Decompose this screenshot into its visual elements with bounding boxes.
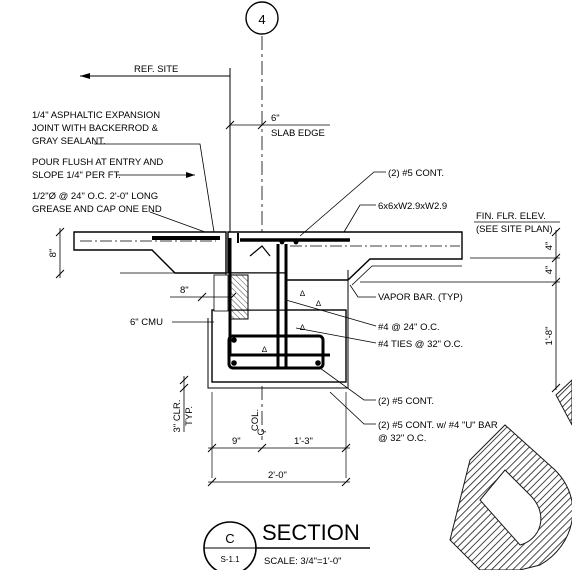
clearance-line2: TYP.: [184, 406, 195, 426]
title-scale: SCALE: 3/4"=1'-0": [264, 556, 341, 567]
svg-text:Ç: Ç: [256, 428, 267, 435]
expansion-note-line3: GRAY SEALANT.: [32, 136, 106, 147]
fin-floor-line1: FIN. FLR. ELEV.: [476, 211, 546, 222]
pour-note-line2: SLOPE 1/4" PER FT.: [32, 170, 121, 181]
right-leaders: [172, 171, 386, 425]
section-title: C S-1.1 SECTION SCALE: 3/4"=1'-0": [203, 520, 370, 570]
title-sheet: S-1.1: [220, 555, 240, 564]
ubar-line2: @ 32" O.C.: [378, 433, 426, 444]
ties-4-label: #4 TIES @ 32" O.C.: [378, 339, 463, 350]
title-letter: C: [225, 531, 234, 546]
slab-edge-dimension: 6" SLAB EDGE: [225, 113, 330, 139]
ref-site-label: REF. SITE: [134, 64, 178, 75]
footing-depth-value: 1'-8": [544, 327, 555, 346]
right-mid-value: 4": [544, 266, 555, 275]
right-part-value: 1'-3": [294, 436, 313, 447]
slab-thickness-dimension: 8": [48, 227, 65, 279]
cmu-label: 6" CMU: [130, 317, 163, 328]
cont-bottom-label: (2) #5 CONT.: [378, 396, 434, 407]
dowel-note-line1: 1/2"Ø @ 24" O.C. 2'-0" LONG: [32, 191, 158, 202]
cont-top-label: (2) #5 CONT.: [388, 168, 444, 179]
col-label: COL.: [250, 409, 261, 431]
ref-site-leader: REF. SITE: [80, 64, 231, 240]
ubar-line1: (2) #5 CONT. w/ #4 "U" BAR: [378, 420, 498, 431]
total-width-value: 2'-0": [268, 470, 287, 481]
bars-4-label: #4 @ 24" O.C.: [378, 322, 440, 333]
right-top-value: 4": [544, 242, 555, 251]
fin-floor-line2: (SEE SITE PLAN): [476, 224, 553, 235]
watermark: [449, 379, 572, 570]
footing: ∆ ∆ ∆ ∆: [207, 238, 349, 389]
cmu-width-value: 8": [180, 285, 189, 296]
left-notes: 1/4" ASPHALTIC EXPANSION JOINT WITH BACK…: [32, 110, 215, 233]
slab-left: [73, 231, 227, 274]
expansion-note-line2: JOINT WITH BACKERROD &: [32, 123, 159, 134]
svg-text:∆: ∆: [300, 289, 305, 298]
slab-edge-dim-value: 6": [271, 113, 280, 124]
vapor-label: VAPOR BAR. (TYP): [378, 292, 463, 303]
grid-bubble-label: 4: [258, 12, 265, 27]
pour-note-line1: POUR FLUSH AT ENTRY AND: [32, 157, 163, 168]
right-dimensions: 4" 4" 1'-8": [360, 227, 561, 393]
clearance-dimension: 3" CLR. TYP.: [172, 375, 195, 433]
dowel-note-line2: GREASE AND CAP ONE END: [32, 204, 162, 215]
col-label-group: COL. Ç: [250, 409, 267, 436]
svg-text:∆: ∆: [316, 299, 321, 308]
mesh-label: 6x6xW2.9xW2.9: [378, 201, 447, 212]
title-name: SECTION: [262, 520, 360, 545]
left-part-value: 9": [232, 436, 241, 447]
clearance-line1: 3" CLR.: [172, 400, 183, 433]
svg-text:∆: ∆: [262, 345, 267, 354]
slab-edge-label: SLAB EDGE: [271, 128, 325, 139]
svg-text:∆: ∆: [300, 323, 305, 332]
expansion-note-line1: 1/4" ASPHALTIC EXPANSION: [32, 110, 160, 121]
slab-thickness-value: 8": [48, 249, 59, 258]
bottom-dimensions: 9" 1'-3" 2'-0": [207, 392, 351, 487]
cmu-width-dimension: 8": [170, 285, 237, 302]
